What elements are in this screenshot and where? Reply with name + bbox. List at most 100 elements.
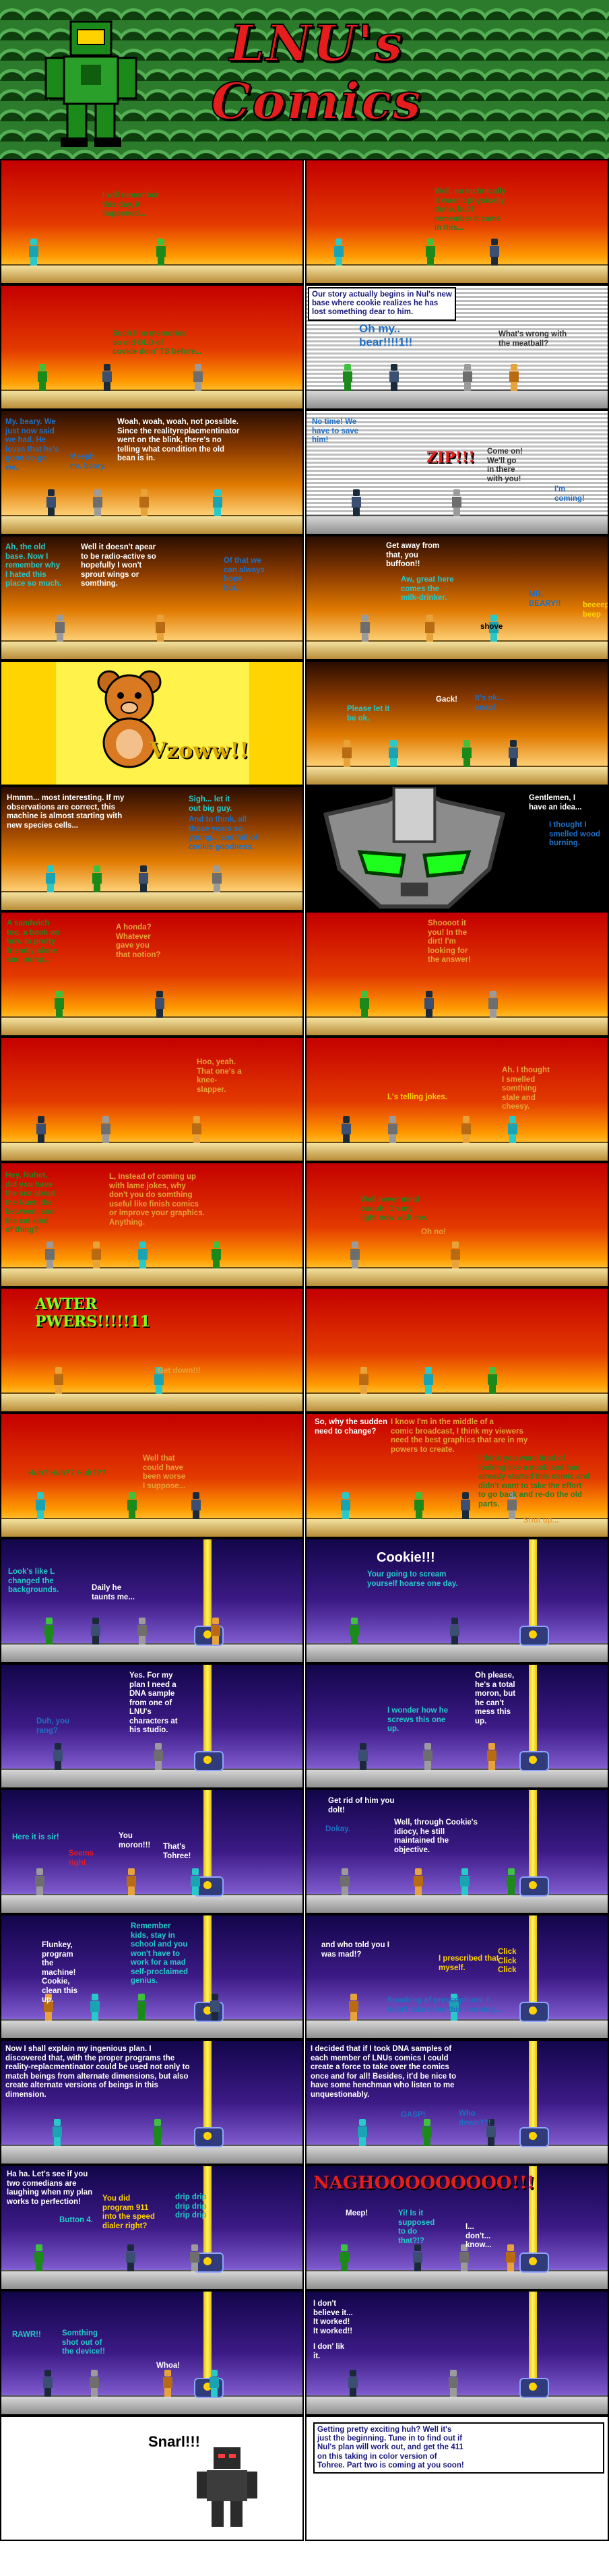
comic-panel: I will remember this day, it happened... <box>0 159 304 284</box>
speech-text: RAWR!! <box>12 2331 41 2339</box>
character-figure-icon <box>489 239 500 266</box>
sound-effect-text: AWTER PWERS!!!!!11 <box>35 1295 151 1330</box>
sound-effect-text: Vzoww!! <box>150 737 249 763</box>
comic-panel: Flunkey, program the machine! Cookie, cl… <box>0 1914 304 2040</box>
speech-text: I wonder how he screws this one up. <box>387 1707 449 1734</box>
character-figure-icon <box>211 1241 222 1268</box>
speech-text: Flunkey, program the machine! Cookie, cl… <box>42 1941 78 2004</box>
reality-replacmentinator-machine-icon <box>519 1626 549 1646</box>
comic-row: Huh? Huh?? Huh???Well that could have be… <box>0 1413 609 1538</box>
sound-effect-text: NAGHOOOOOOOOO!!! <box>313 2173 535 2193</box>
character-figure-icon <box>36 1116 46 1143</box>
speech-text: GASP! <box>401 2111 426 2119</box>
character-figure-icon <box>154 991 165 1018</box>
comic-row: Duh, you rang?Yes. For my plan I need a … <box>0 1663 609 1789</box>
character-figure-icon <box>358 1367 369 1394</box>
comic-panel: Duh, you rang?Yes. For my plan I need a … <box>0 1663 304 1789</box>
comic-panel: Look's like L changed the backgrounds.Da… <box>0 1538 304 1663</box>
character-figure-icon <box>46 489 57 516</box>
speech-text: L's telling jokes. <box>387 1093 448 1101</box>
character-figure-icon <box>358 1743 368 1770</box>
reality-replacmentinator-machine-icon <box>194 1876 224 1897</box>
speech-text: Shoooot it you! In the dirt! I'm looking… <box>428 919 471 964</box>
panel-floor <box>1 2395 302 2414</box>
character-figure-icon <box>125 2244 136 2271</box>
comic-row: Hmmm... most interesting. If my observat… <box>0 786 609 911</box>
comic-panel: Ha ha. Let's see if you two comedians ar… <box>0 2165 304 2290</box>
comic-panel: Such fine memories so old OLD of cookie … <box>0 284 304 410</box>
character-figure-icon <box>54 991 65 1018</box>
comic-row: I will remember this day, it happened...… <box>0 159 609 284</box>
character-figure-icon <box>153 1743 164 1770</box>
speech-text: You moron!!! <box>119 1832 151 1849</box>
speech-text: Sigh... let it out big guy. <box>189 795 232 813</box>
speech-text: shove <box>480 623 503 631</box>
character-figure-icon <box>90 1994 100 2021</box>
energy-beam <box>529 1665 537 1756</box>
character-figure-icon <box>507 1116 518 1143</box>
comic-panel: Vzoww!! <box>0 661 304 786</box>
character-figure-icon <box>461 1116 472 1143</box>
comic-panel: My. beary. We just now said we had. He l… <box>0 410 304 535</box>
character-figure-icon <box>413 1868 424 1895</box>
character-figure-icon <box>53 1367 64 1394</box>
comic-panel: I wonder how he screws this one up.Oh pl… <box>305 1663 609 1789</box>
energy-beam <box>203 2041 212 2133</box>
character-figure-icon <box>137 1618 148 1645</box>
speech-text: What's wrong with the meatball? <box>499 330 567 348</box>
comic-panel: Snarl!!! <box>0 2416 304 2541</box>
speech-text: That's Tohree! <box>163 1843 191 1860</box>
comic-panel: Gack!Please let it be ok.It's ok... snap… <box>305 661 609 786</box>
speech-text: I'm coming! <box>554 485 585 503</box>
comic-panel: Ah, the old base. Now I remember why I h… <box>0 535 304 661</box>
speech-text: Snarl!!! <box>148 2433 200 2450</box>
character-figure-icon <box>156 239 166 266</box>
panel-floor <box>1 1016 302 1035</box>
energy-beam <box>203 2166 212 2258</box>
character-figure-icon <box>162 2370 173 2397</box>
character-figure-icon <box>451 489 462 516</box>
character-figure-icon <box>92 489 103 516</box>
character-figure-icon <box>349 1618 360 1645</box>
character-figure-icon <box>342 740 352 767</box>
narration-box: Getting pretty exciting huh? Well it's j… <box>313 2422 604 2474</box>
comic-panel: Gentlemen, I have an idea...I thought I … <box>305 786 609 911</box>
speech-text: Woah, woah, woah, not possible. Since th… <box>117 418 240 463</box>
energy-beam <box>529 2041 537 2133</box>
comic-panel: Get rid of him you dolt!Dokay.Well, thro… <box>305 1789 609 1914</box>
character-figure-icon <box>37 364 48 391</box>
character-figure-icon <box>340 1492 351 1519</box>
character-figure-icon <box>341 1116 352 1143</box>
character-figure-icon <box>449 1618 460 1645</box>
character-figure-icon <box>359 991 370 1018</box>
panel-floor <box>1 2270 302 2289</box>
comic-row: Vzoww!! Gack!Please let it be ok.It's ok.… <box>0 661 609 786</box>
speech-text: beeeep beep <box>583 601 609 619</box>
comic-panel: Our story actually begins in Nul's new b… <box>305 284 609 410</box>
energy-beam <box>203 1665 212 1756</box>
reality-replacmentinator-machine-icon <box>194 1751 224 1771</box>
character-figure-icon <box>92 865 102 892</box>
comic-panel: Getting pretty exciting huh? Well it's j… <box>305 2416 609 2541</box>
energy-beam <box>203 1790 212 1882</box>
speech-text: Come on! We'll go in there with you! <box>487 448 523 483</box>
character-figure-icon <box>340 1868 350 1895</box>
character-figure-icon <box>459 1868 470 1895</box>
speech-text: Ah. I thought I smelled somthing stale a… <box>502 1066 550 1111</box>
villain-closeup-face-icon <box>323 787 506 909</box>
comic-row: Look's like L changed the backgrounds.Da… <box>0 1538 609 1663</box>
character-figure-icon <box>506 1868 517 1895</box>
character-figure-icon <box>45 865 56 892</box>
character-figure-icon <box>388 740 399 767</box>
character-figure-icon <box>350 1241 360 1268</box>
character-figure-icon <box>422 1743 433 1770</box>
speech-text: Meeph, mr. beary. <box>70 453 106 470</box>
panel-floor <box>1 264 302 283</box>
panel-floor <box>307 1016 608 1035</box>
comic-panel: and who told you I was mad!?I prescribed… <box>305 1914 609 2040</box>
character-figure-icon <box>91 1241 102 1268</box>
character-figure-icon <box>209 2370 220 2397</box>
speech-text: Well, so technically it wasn't physicall… <box>435 187 506 233</box>
